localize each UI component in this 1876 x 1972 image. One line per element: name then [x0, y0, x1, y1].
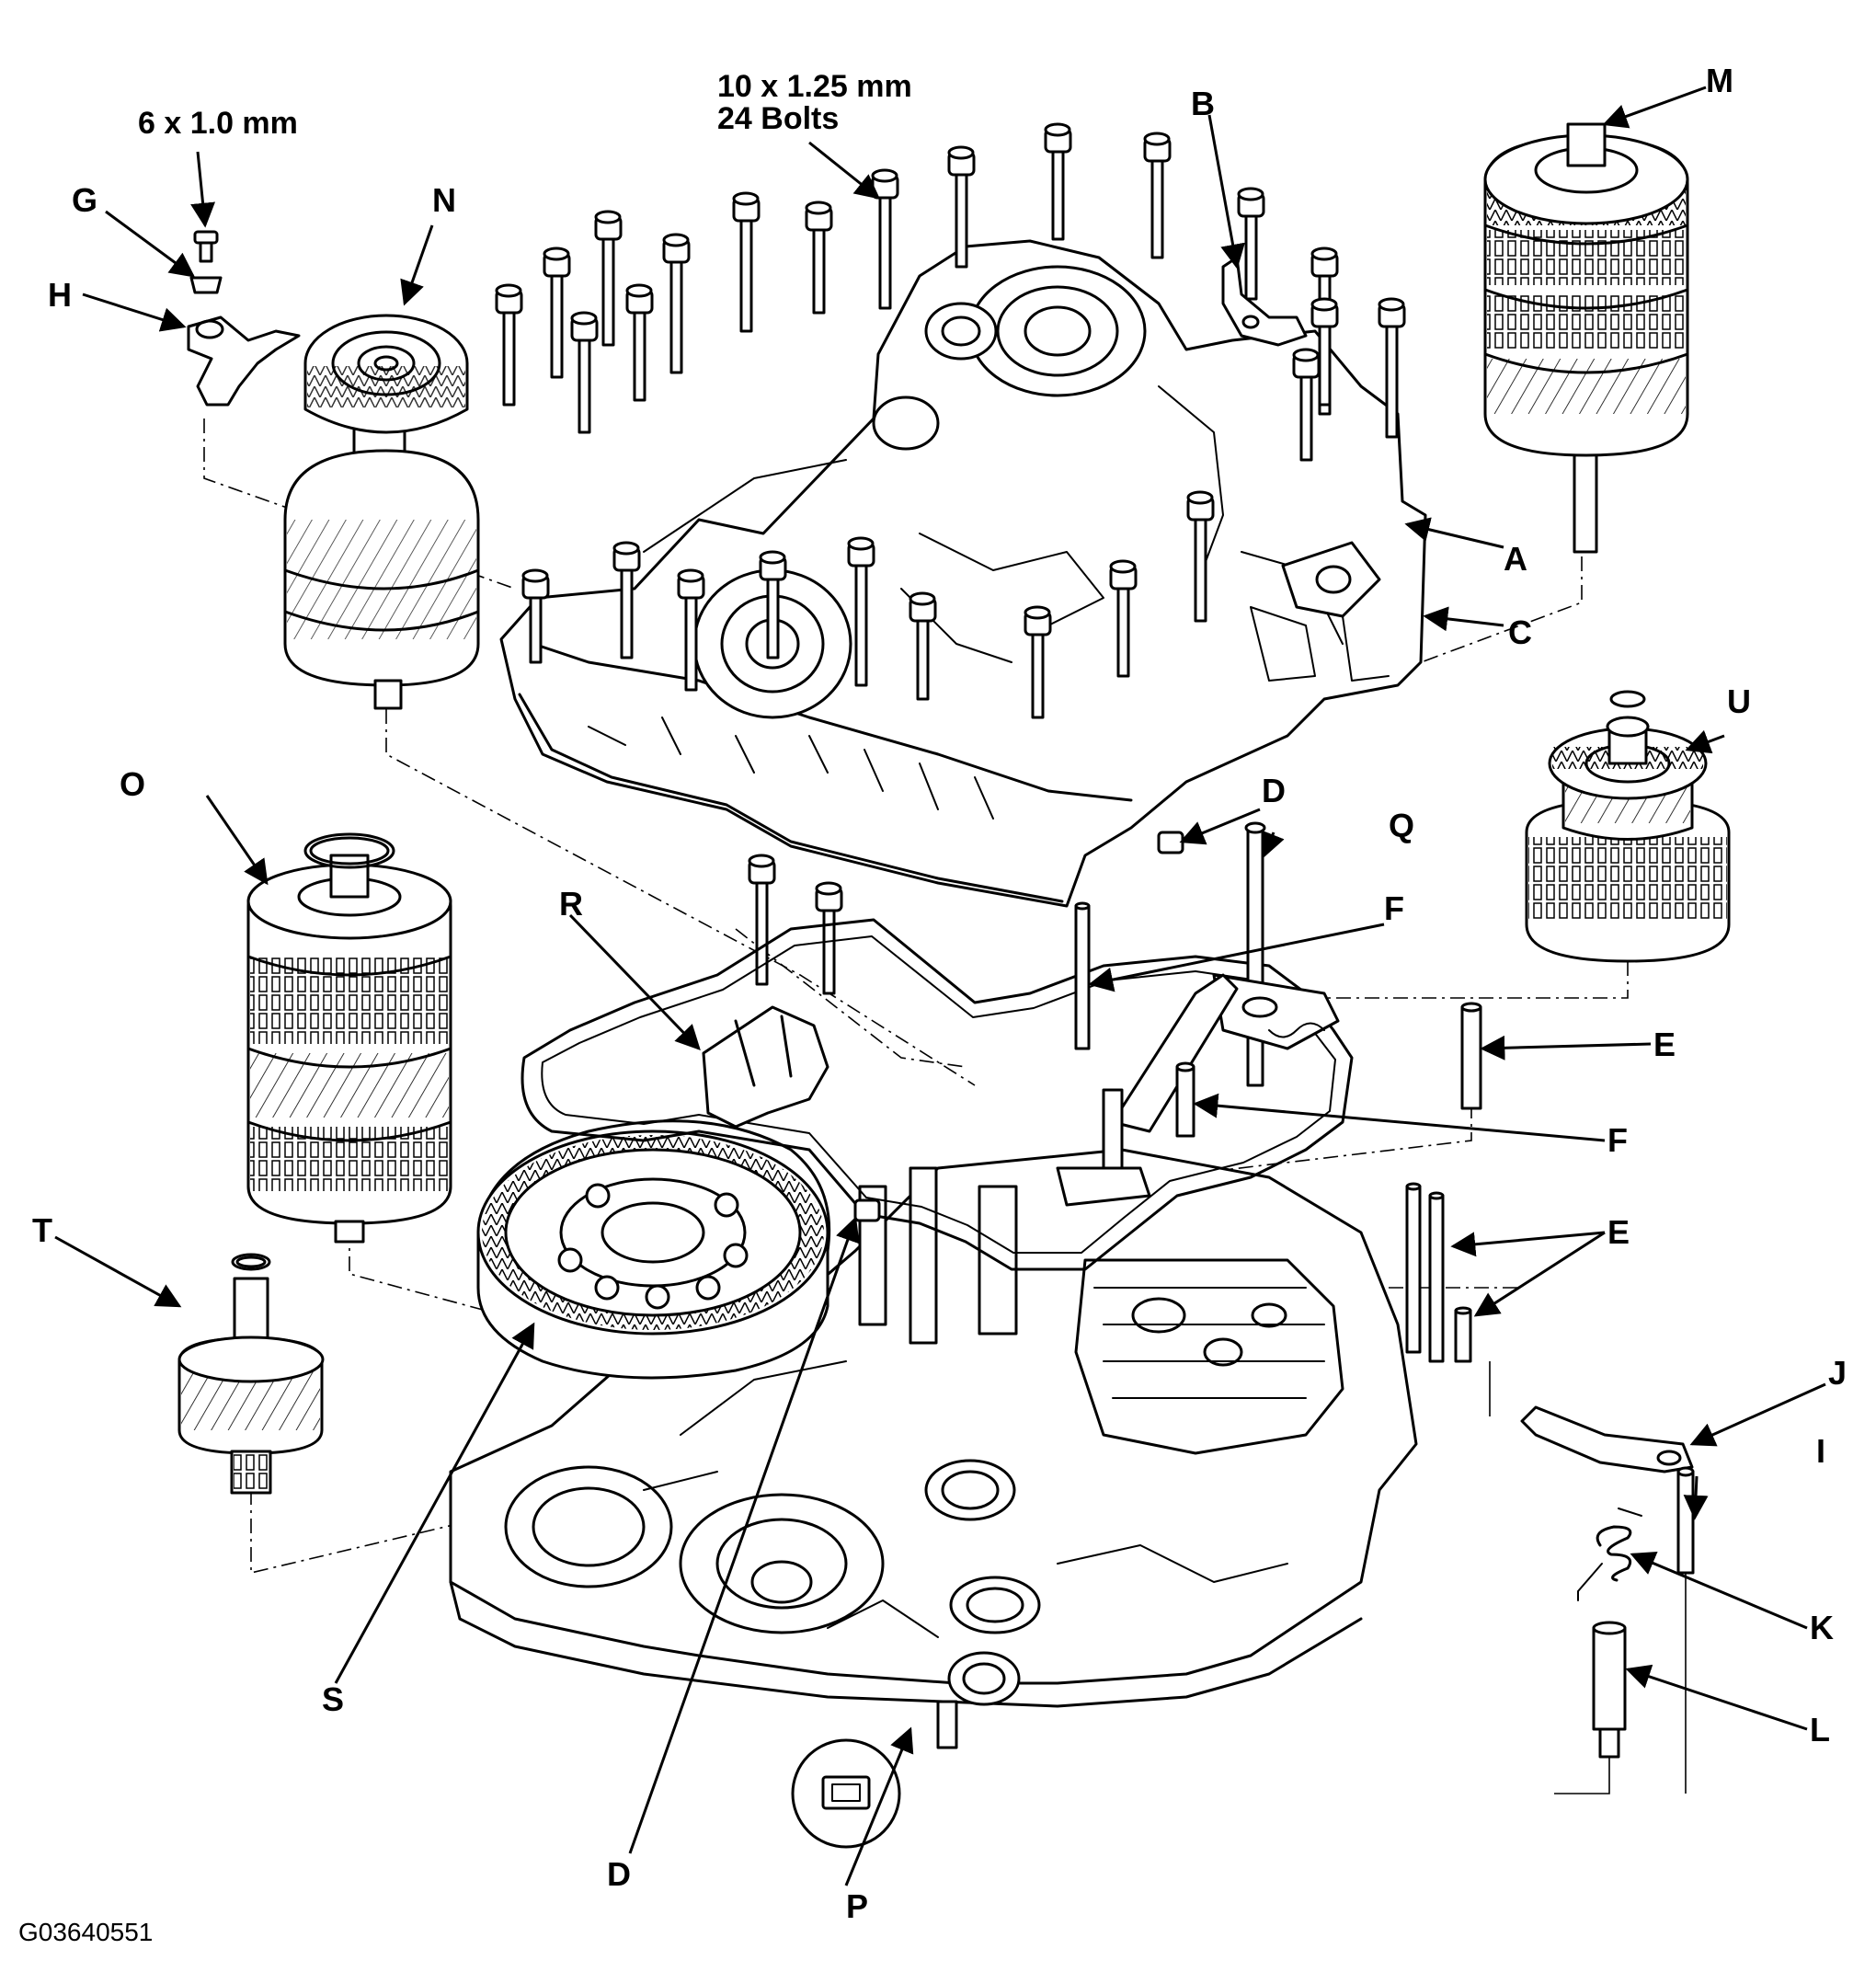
bolt	[625, 283, 654, 402]
bolt	[1186, 490, 1215, 623]
detail-circle-p	[791, 1738, 901, 1849]
spec-annotations: 6 x 1.0 mm 10 x 1.25 mm 24 Bolts	[138, 69, 912, 141]
label-h: H	[48, 276, 72, 314]
label-f-top: F	[1384, 889, 1404, 927]
park-lever-j	[1520, 1405, 1694, 1473]
bracket-b	[1221, 256, 1308, 347]
shaft-assembly-o	[246, 832, 452, 1244]
label-m: M	[1706, 62, 1733, 99]
label-n: N	[432, 181, 456, 219]
gasket	[520, 918, 1354, 1271]
shaft-l	[1592, 1621, 1627, 1759]
bolt	[1109, 559, 1138, 678]
label-l: L	[1810, 1711, 1830, 1748]
label-d-top: D	[1262, 772, 1286, 809]
bolt	[805, 201, 833, 315]
differential-gear-s	[476, 1119, 831, 1380]
label-j: J	[1828, 1354, 1847, 1392]
bolt	[1378, 297, 1406, 439]
shift-fork-h	[187, 315, 301, 407]
bolt	[1310, 297, 1339, 407]
spec-case-bolts-size: 10 x 1.25 mm	[717, 69, 912, 104]
case-bolts	[495, 122, 1406, 995]
shift-shaft-q	[1212, 821, 1340, 1087]
bolt	[759, 550, 787, 659]
label-q: Q	[1389, 807, 1414, 844]
label-e-top: E	[1653, 1026, 1676, 1063]
bolt	[594, 210, 623, 347]
bolt	[1044, 122, 1072, 241]
bolt	[1237, 187, 1265, 301]
part-leaders	[1489, 1361, 1687, 1794]
shaft-assembly-t	[177, 1253, 325, 1495]
bolt	[732, 191, 761, 333]
shaft-assembly-n	[283, 314, 480, 710]
label-g: G	[72, 181, 97, 219]
label-a: A	[1504, 540, 1527, 578]
figure-code: G03640551	[18, 1918, 153, 1946]
label-p: P	[846, 1887, 868, 1925]
bolt	[909, 591, 937, 701]
spec-case-bolts-count: 24 Bolts	[717, 101, 839, 136]
bolt	[815, 881, 843, 995]
label-o: O	[120, 765, 145, 803]
label-b: B	[1191, 85, 1215, 122]
transmission-case-upper	[499, 239, 1427, 908]
bolt	[1292, 348, 1321, 462]
bolt-g	[189, 230, 223, 294]
bolt	[543, 246, 571, 379]
label-s: S	[322, 1680, 344, 1718]
label-i: I	[1816, 1432, 1825, 1470]
callout-labels: A B C D D E E F F G H I J K L M N O P Q …	[32, 62, 1847, 1925]
shaft-assembly-m	[1483, 122, 1689, 554]
callout-arrows	[54, 86, 1826, 1886]
shaft-assembly-u	[1525, 690, 1731, 963]
label-r: R	[559, 885, 583, 923]
bolt	[1024, 605, 1052, 719]
bolt	[1143, 132, 1172, 259]
shift-lever	[1056, 973, 1239, 1207]
bolt	[570, 311, 599, 434]
label-d-bottom: D	[607, 1855, 631, 1893]
label-c: C	[1508, 613, 1532, 651]
label-e-mid: E	[1607, 1213, 1630, 1251]
bolt	[495, 283, 523, 407]
label-t: T	[32, 1211, 52, 1249]
bolt	[662, 233, 691, 374]
bolt	[521, 568, 550, 664]
bolt	[748, 854, 776, 986]
bolt	[847, 536, 875, 687]
bolt	[612, 541, 641, 659]
spring-k	[1577, 1508, 1642, 1601]
pin-i	[1676, 1466, 1695, 1575]
bolt	[871, 168, 899, 310]
label-u: U	[1727, 682, 1751, 720]
transmission-housing-lower	[449, 1148, 1418, 1749]
label-f-bottom: F	[1607, 1121, 1628, 1159]
dowel-pins	[853, 831, 1482, 1363]
label-k: K	[1810, 1609, 1834, 1646]
bracket-r	[702, 1005, 829, 1129]
bolt	[677, 568, 705, 692]
bolt	[947, 145, 976, 269]
spec-small-bolt: 6 x 1.0 mm	[138, 106, 298, 141]
